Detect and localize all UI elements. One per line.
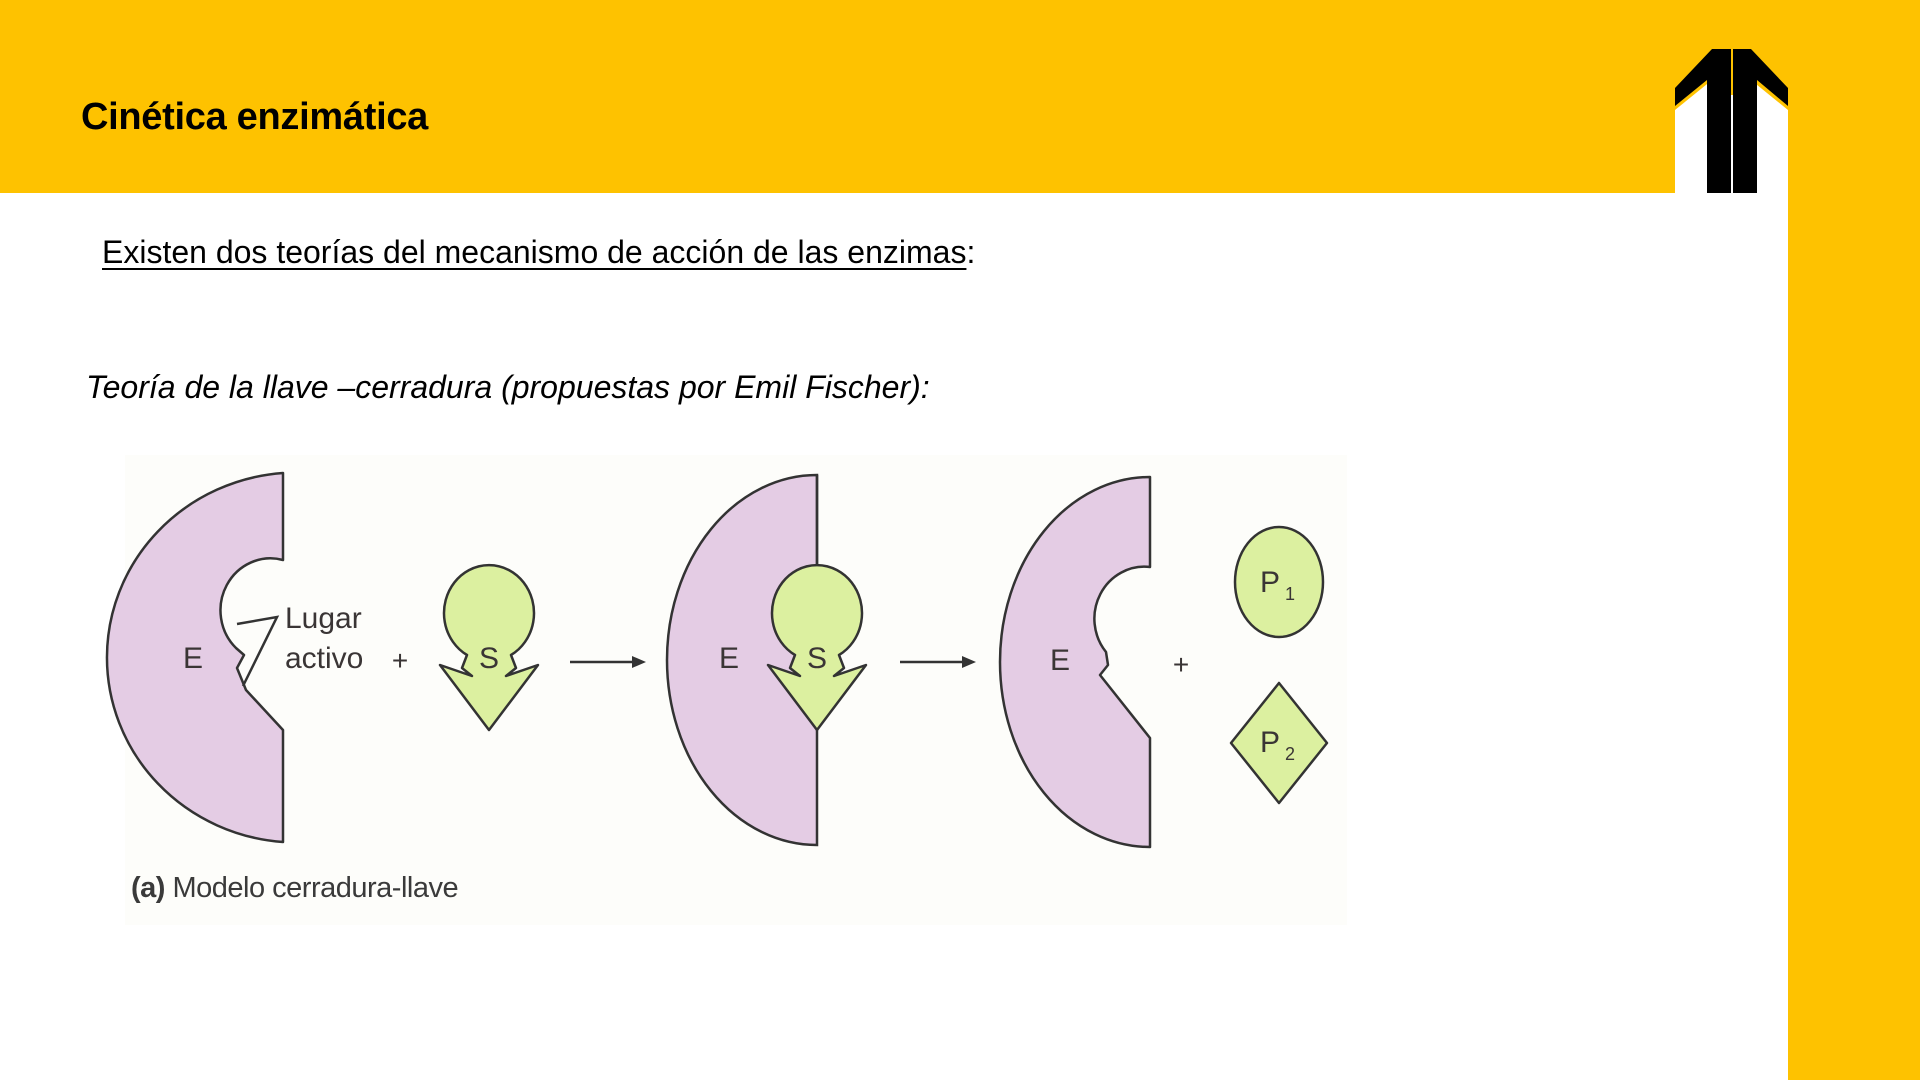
product-2-label: P [1260, 726, 1280, 759]
enzyme-substrate-complex: E S [665, 473, 868, 847]
released-enzyme-label: E [1050, 644, 1070, 677]
arrow-icon-1 [570, 656, 646, 668]
product-1-subscript: 1 [1285, 584, 1295, 604]
arrow-icon-2 [900, 656, 976, 668]
product-1: P 1 [1233, 525, 1325, 639]
substrate: S [438, 563, 540, 732]
active-site-label-1: Lugar [285, 602, 362, 635]
complex-enzyme-label: E [719, 642, 739, 675]
complex-substrate-label: S [807, 642, 827, 675]
product-1-label: P [1260, 566, 1280, 599]
twin-arrow-logo-icon [1675, 49, 1788, 193]
product-2-subscript: 2 [1285, 744, 1295, 764]
theory-heading: Teoría de la llave –cerradura (propuesta… [86, 369, 930, 405]
plus-sign-1: + [392, 645, 408, 676]
substrate-label: S [479, 642, 499, 675]
enzyme-free-1: E Lugar activo [105, 471, 363, 844]
intro-colon: : [966, 234, 976, 270]
intro-text: Existen dos teorías del mecanismo de acc… [102, 234, 967, 270]
active-site-pointer [236, 615, 280, 687]
intro-line: Existen dos teorías del mecanismo de acc… [102, 234, 975, 271]
enzyme-free-2: E [998, 475, 1152, 849]
caption-tag: (a) [131, 872, 165, 904]
enzyme-label: E [183, 642, 203, 675]
active-site-label-2: activo [285, 642, 363, 675]
diagram-caption: (a) Modelo cerradura-llave [131, 872, 459, 905]
caption-text: Modelo cerradura-llave [164, 872, 459, 904]
slide-title: Cinética enzimática [81, 96, 428, 138]
right-accent-band [1788, 0, 1920, 1080]
product-2: P 2 [1229, 681, 1329, 805]
header-band [0, 0, 1675, 193]
plus-sign-2: + [1173, 649, 1189, 680]
